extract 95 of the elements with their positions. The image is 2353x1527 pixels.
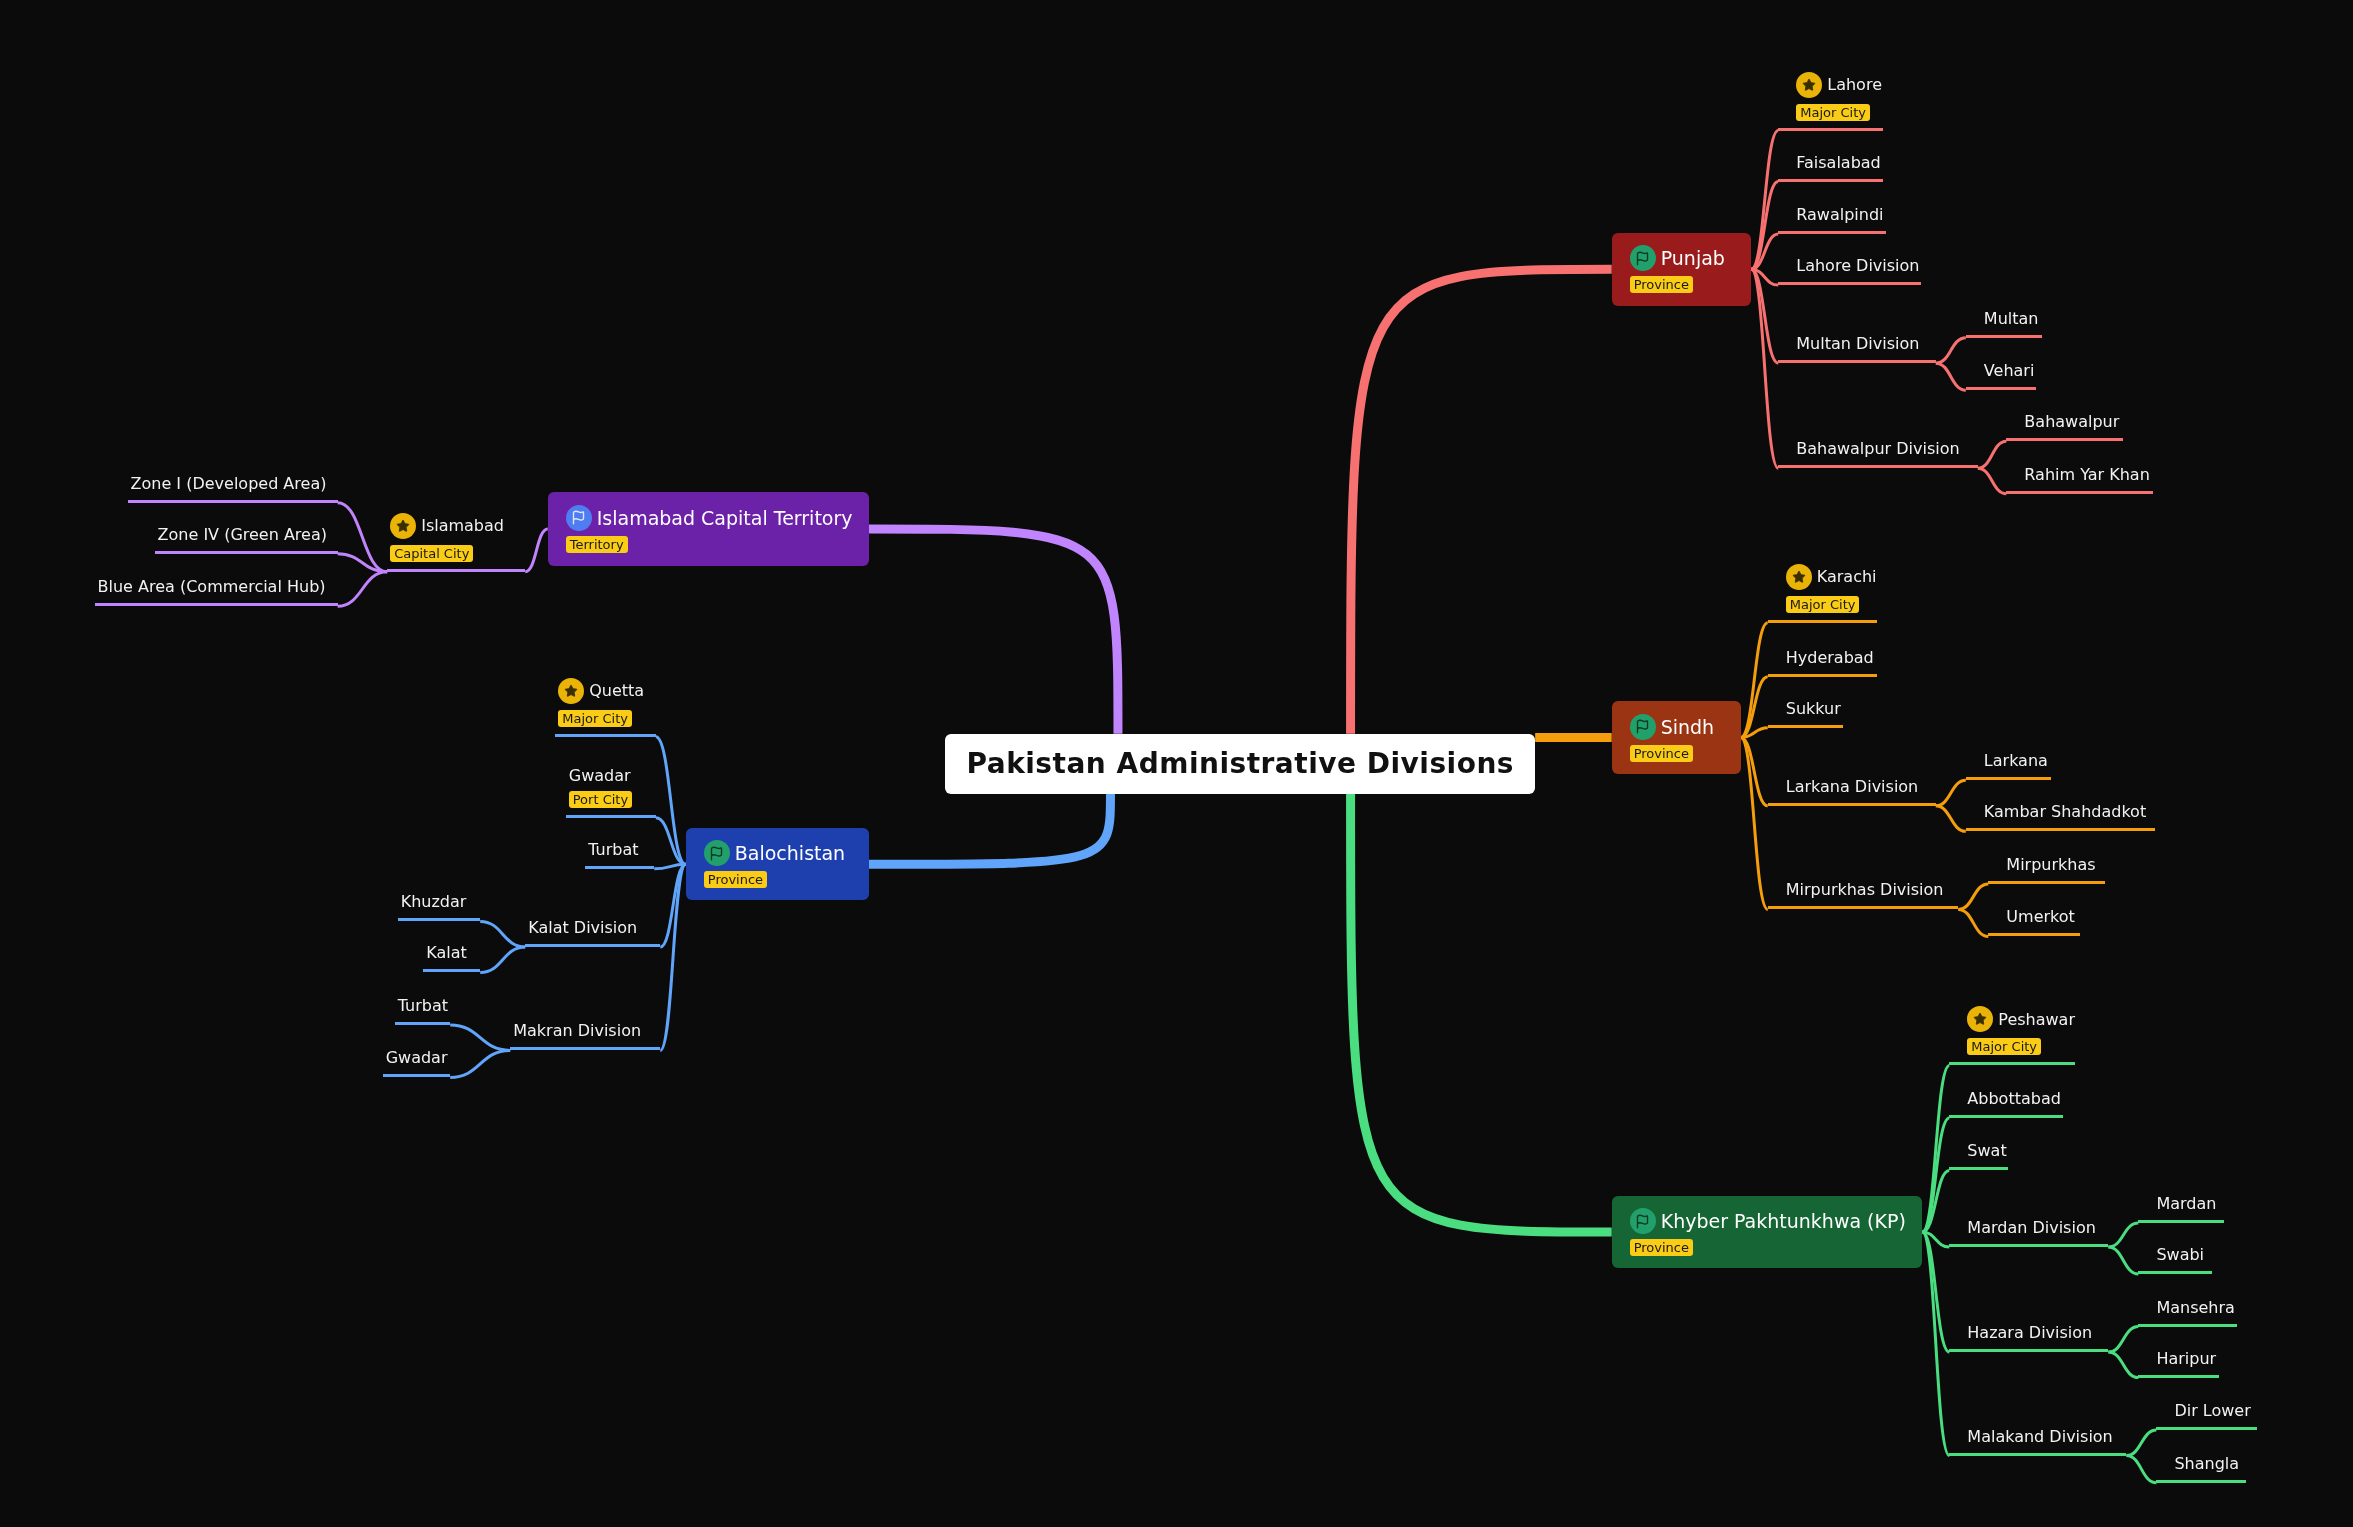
topic-text: Turbat	[588, 839, 639, 859]
topic-text: Islamabad	[421, 516, 504, 536]
connector-line	[480, 945, 526, 974]
topic-text: Mirpurkhas Division	[1785, 880, 1944, 900]
topic-text: Kalat	[426, 943, 467, 963]
topic-text: Gwadar	[385, 1048, 448, 1068]
category-tag: Province	[1629, 276, 1693, 294]
connector-line	[1535, 733, 1612, 743]
topic-text: Gwadar	[568, 765, 631, 785]
topic-text: Hazara Division	[1967, 1323, 2093, 1343]
connector-line	[2126, 1454, 2157, 1485]
topic-text: Umerkot	[2006, 907, 2075, 927]
connector-line	[1346, 264, 1612, 734]
topic-text: Larkana	[1983, 751, 2048, 771]
connector-line	[1935, 804, 1967, 833]
topic-text: Peshawar	[1998, 1009, 2075, 1029]
topic-text: Bahawalpur Division	[1796, 439, 1960, 459]
topic-text: Multan Division	[1796, 334, 1920, 354]
category-tag: Territory	[565, 535, 628, 553]
connector-line	[1977, 466, 2007, 496]
category-tag: Major City	[1785, 595, 1860, 613]
topic-text: Khuzdar	[400, 892, 467, 912]
category-tag: Major City	[1967, 1038, 2042, 1056]
topic-text: Swat	[1967, 1141, 2007, 1161]
topic-text: Turbat	[397, 995, 448, 1015]
topic-text: Karachi	[1816, 567, 1877, 587]
topic-text: Zone IV (Green Area)	[157, 524, 327, 544]
branch-box	[547, 492, 869, 566]
connector-line	[654, 735, 687, 866]
connector-line	[2126, 1428, 2157, 1458]
topic-text: Mirpurkhas	[2006, 854, 2096, 874]
connector-line	[480, 919, 526, 949]
branch-title: Sindh	[1660, 715, 1715, 738]
connector-line	[868, 524, 1123, 734]
connector-line	[1346, 793, 1612, 1237]
topic-text: Lahore Division	[1796, 256, 1920, 276]
topic-text: Makran Division	[513, 1021, 642, 1041]
topic-text: Larkana Division	[1785, 776, 1919, 796]
connector-line	[337, 570, 388, 608]
topic-text: Lahore	[1827, 75, 1882, 95]
topic-text: Vehari	[1983, 361, 2035, 381]
topic-text: Shangla	[2174, 1453, 2240, 1473]
connector-line	[1739, 736, 1769, 911]
category-tag: Province	[1629, 1239, 1693, 1256]
branch-box	[685, 828, 869, 901]
connector-line	[450, 1048, 511, 1079]
connector-line	[868, 793, 1115, 869]
topic-text: Malakand Division	[1967, 1426, 2113, 1446]
connector-line	[524, 527, 549, 574]
connector-line	[2108, 1221, 2139, 1249]
topic-text: Zone I (Developed Area)	[130, 473, 327, 493]
category-tag: Port City	[568, 790, 633, 808]
connector-line	[1977, 439, 2007, 470]
topic-text: Rahim Yar Khan	[2024, 464, 2150, 484]
central-topic-text: Pakistan Administrative Divisions	[966, 747, 1515, 781]
topic-text: Hyderabad	[1785, 647, 1874, 667]
topic-text: Dir Lower	[2174, 1401, 2251, 1421]
topic-text: Swabi	[2156, 1245, 2205, 1264]
topic-text: Faisalabad	[1796, 152, 1881, 172]
connector-line	[2108, 1245, 2139, 1276]
topic-text: Mardan	[2156, 1194, 2217, 1213]
topic-text: Kalat Division	[528, 917, 638, 937]
branch-title: Balochistan	[734, 842, 846, 865]
connector-line	[1958, 882, 1989, 911]
branch-box	[1611, 232, 1752, 307]
topic-text: Kambar Shahdadkot	[1983, 802, 2147, 822]
topic-text: Abbottabad	[1967, 1088, 2061, 1108]
connector-line	[1740, 675, 1769, 739]
category-tag: Capital City	[390, 544, 474, 562]
connector-line	[1935, 778, 1967, 808]
category-tag: Major City	[1796, 103, 1870, 121]
branch-title: Punjab	[1660, 247, 1725, 270]
topic-text: Multan	[1983, 308, 2039, 328]
branch-box	[1611, 700, 1741, 775]
connector-line	[1922, 1230, 1950, 1249]
connector-line	[2108, 1325, 2139, 1354]
topic-text: Blue Area (Commercial Hub)	[97, 577, 326, 597]
topic-text: Sukkur	[1785, 698, 1841, 718]
connector-line	[1935, 336, 1967, 365]
topic-text: Mardan Division	[1967, 1218, 2096, 1237]
connector-line	[1958, 907, 1989, 938]
topic-text: Haripur	[2156, 1348, 2217, 1368]
category-tag: Major City	[558, 709, 632, 727]
topic-text: Quetta	[589, 681, 645, 701]
topic-text: Mansehra	[2156, 1297, 2235, 1317]
connector-line	[2108, 1350, 2139, 1380]
connector-line	[1935, 361, 1967, 392]
topic-text: Rawalpindi	[1796, 205, 1884, 225]
branch-box	[1611, 1196, 1923, 1268]
central-topic-box	[945, 733, 1536, 794]
topic-text: Bahawalpur	[2024, 412, 2120, 432]
category-tag: Province	[703, 871, 768, 889]
branch-title: Khyber Pakhtunkhwa (KP)	[1660, 1210, 1906, 1232]
category-tag: Province	[1629, 744, 1693, 762]
branch-title: Islamabad Capital Territory	[596, 506, 853, 529]
